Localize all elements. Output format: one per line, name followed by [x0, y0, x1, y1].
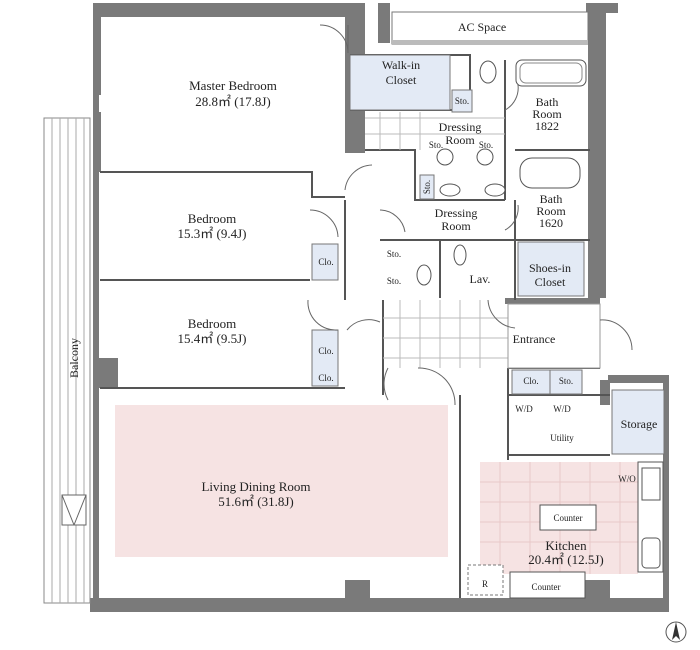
storage-label: Storage	[621, 417, 658, 431]
bath-room-1-size: 1822	[535, 119, 559, 133]
master-bedroom-label: Master Bedroom	[189, 78, 277, 93]
sto-label-hall-1: Sto.	[387, 249, 401, 259]
bath-room-1-label-b: Room	[532, 107, 562, 121]
bedroom-1-label: Bedroom	[188, 211, 236, 226]
basin-1b	[476, 148, 494, 166]
storage-master	[451, 89, 473, 113]
closet-bedroom-2	[311, 329, 339, 387]
basin-lav	[453, 244, 467, 266]
ac-space-label: AC Space	[458, 20, 506, 34]
bathtub-1-inner	[519, 62, 583, 84]
balcony	[43, 117, 91, 604]
utility-label: Utility	[550, 433, 574, 443]
clo-label-bedroom-1: Clo.	[318, 257, 333, 267]
walk-in-closet-label-2: Closet	[386, 73, 417, 87]
entrance-floor	[507, 303, 601, 369]
sto-label-entrance: Sto.	[559, 376, 573, 386]
basin-1a	[436, 148, 454, 166]
closet-bedroom-1	[311, 243, 339, 281]
entrance-label: Entrance	[513, 332, 556, 346]
clo-label-entrance: Clo.	[523, 376, 538, 386]
shoes-in-closet-label-1: Shoes-in	[529, 261, 571, 275]
refrigerator-label: R	[482, 579, 488, 589]
bathtub-1	[515, 59, 587, 87]
toilet-lav	[416, 264, 432, 286]
shoes-in-closet-label-2: Closet	[535, 275, 566, 289]
sto-label-dressing-1b: Sto.	[479, 140, 493, 150]
bath-room-2-label-b: Room	[536, 204, 566, 218]
sto-label-dressing-2: Sto.	[422, 180, 432, 194]
wo-label: W/O	[618, 474, 636, 484]
north-arrow-icon	[665, 621, 687, 643]
dressing-room-1-tiles	[365, 112, 505, 150]
clo-label-bedroom-2b: Clo.	[318, 373, 333, 383]
bathtub-2	[519, 157, 581, 189]
walk-in-closet-label-1: Walk-in	[382, 58, 420, 72]
lav-label: Lav.	[470, 272, 491, 286]
living-dining-area: 51.6㎡ (31.8J)	[218, 494, 293, 509]
basin-2b	[484, 183, 506, 197]
bedroom-2-area: 15.4㎡ (9.5J)	[178, 331, 247, 346]
living-dining-label: Living Dining Room	[201, 479, 310, 494]
bath-room-2-size: 1620	[539, 216, 563, 230]
building-walls	[90, 3, 669, 612]
bottom-counter-label: Counter	[532, 582, 561, 592]
toilet-master	[479, 60, 497, 84]
walk-in-closet-area	[349, 54, 451, 111]
sto-label-hall-2: Sto.	[387, 276, 401, 286]
living-dining-highlight	[115, 405, 448, 557]
bath-room-1-label: Bath	[536, 95, 559, 109]
island-counter-label: Counter	[554, 513, 583, 523]
basin-2a	[439, 183, 461, 197]
refrigerator-space	[467, 564, 504, 596]
kitchen-tile-grid	[480, 462, 638, 574]
room-labels: Walk-in Closet Master Bedroom 28.8㎡ (17.…	[67, 58, 657, 592]
bedroom-2-label: Bedroom	[188, 316, 236, 331]
dressing-room-2-label-b: Room	[441, 219, 471, 233]
sto-label-master: Sto.	[455, 96, 469, 106]
sto-label-dressing-1: Sto.	[429, 140, 443, 150]
shoes-in-closet-area	[517, 241, 585, 297]
bedroom-1-area: 15.3㎡ (9.4J)	[178, 226, 247, 241]
stove	[641, 467, 661, 501]
bath-room-2-label: Bath	[540, 192, 563, 206]
clo-label-bedroom-2a: Clo.	[318, 346, 333, 356]
storage-entrance	[549, 369, 583, 395]
ac-space: AC Space	[391, 11, 589, 45]
storage-dressing-2	[419, 174, 435, 200]
master-bedroom-area: 28.8㎡ (17.8J)	[195, 94, 270, 109]
wd-label-2: W/D	[553, 404, 571, 414]
island-counter	[539, 504, 597, 531]
kitchen-area: 20.4㎡ (12.5J)	[528, 552, 603, 567]
dressing-room-1-label-b: Room	[445, 133, 475, 147]
dressing-room-1-label: Dressing	[439, 120, 482, 134]
kitchen-label: Kitchen	[545, 538, 587, 553]
balcony-label: Balcony	[67, 338, 81, 378]
hallway-tiles	[383, 300, 508, 368]
dressing-room-2-label: Dressing	[435, 206, 478, 220]
storage-area	[611, 389, 665, 455]
wd-label-1: W/D	[515, 404, 533, 414]
door-swings	[307, 24, 633, 406]
bottom-counter	[509, 571, 586, 599]
kitchen-sink	[641, 537, 661, 569]
fixture-labels: Sto. Sto. Sto. Sto. Sto. Sto. Clo. Clo. …	[318, 96, 636, 589]
